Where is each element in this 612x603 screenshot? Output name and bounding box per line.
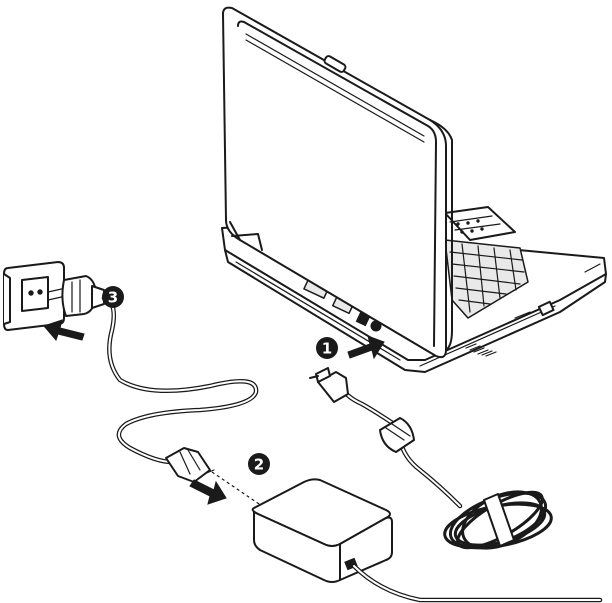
- wall-outlet-icon: [3, 261, 65, 331]
- arrow-step-1: [347, 335, 385, 360]
- step-number-3: 3: [108, 289, 118, 307]
- adapter-front: [253, 511, 341, 583]
- dc-connector-icon: [309, 367, 349, 403]
- laptop-touchpad: [444, 206, 516, 241]
- laptop-side-vent: [465, 343, 497, 357]
- laptop-side-details: [514, 263, 601, 319]
- laptop-hinge: [229, 221, 263, 251]
- step-badge-2: 2: [248, 453, 270, 475]
- arrow-step-3: [43, 319, 85, 341]
- step-number-1: 1: [322, 340, 332, 358]
- ac-adapter-icon: [251, 478, 393, 583]
- keyboard-keys: [449, 243, 525, 313]
- cable-coil: [443, 490, 553, 550]
- step-number-2: 2: [254, 456, 264, 474]
- laptop-lid-strip: [245, 33, 425, 143]
- touchpad-dots: [456, 219, 484, 234]
- laptop-keyboard: [444, 239, 529, 319]
- arrow-step-2: [189, 479, 227, 505]
- laptop-lid-inner: [237, 20, 437, 347]
- guide-dashed-line: [211, 471, 263, 507]
- laptop-lid-latch: [323, 55, 347, 73]
- coil-strap: [483, 493, 515, 547]
- appliance-connector-icon: [165, 447, 215, 483]
- power-plug-icon: [47, 275, 105, 317]
- laptop-lid-edge: [429, 119, 453, 351]
- touchpad-buttons: [449, 215, 501, 231]
- arrow-icon: [43, 319, 385, 505]
- laptop-base-edge: [224, 249, 607, 373]
- laptop-icon: [221, 6, 607, 373]
- mains-cable: [101, 295, 259, 465]
- step-badge-3: 3: [102, 286, 124, 308]
- step-badge-1: 1: [316, 337, 338, 359]
- dc-cable: [309, 367, 603, 603]
- laptop-side-port: [537, 300, 555, 317]
